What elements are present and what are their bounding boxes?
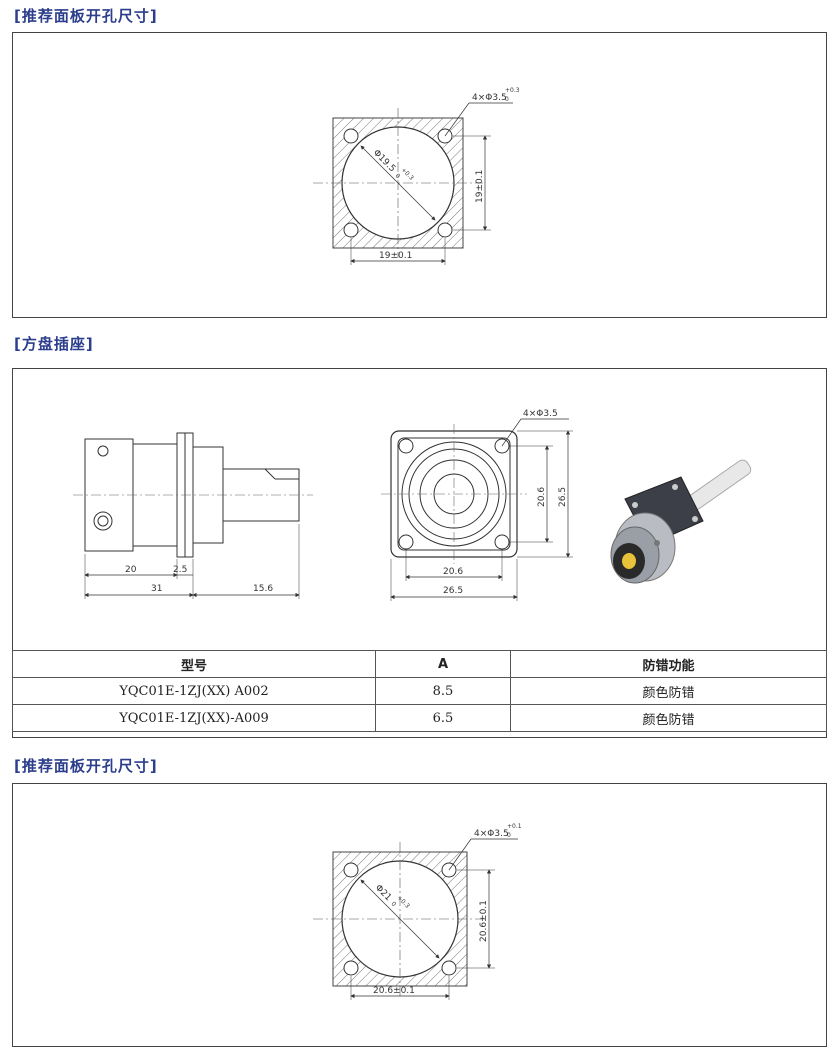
width-dim: 19±0.1 bbox=[379, 251, 412, 261]
table-row: YQC01E-1ZJ(XX)-A009 6.5 颜色防错 bbox=[12, 704, 827, 732]
mount-hole bbox=[343, 960, 359, 976]
mount-hole bbox=[343, 222, 359, 238]
section-title-panel-cutout-1: [推荐面板开孔尺寸] bbox=[14, 7, 158, 25]
mount-hole bbox=[343, 128, 359, 144]
socket-product-illustration bbox=[610, 459, 752, 584]
front-outer-w: 26.5 bbox=[443, 586, 463, 596]
section-title-panel-cutout-2: [推荐面板开孔尺寸] bbox=[14, 757, 158, 775]
height-dim: 20.6±0.1 bbox=[479, 900, 489, 942]
center-tol-lower: 0 bbox=[394, 172, 402, 180]
width-dim: 20.6±0.1 bbox=[373, 986, 415, 996]
table-row: YQC01E-1ZJ(XX) A002 8.5 颜色防错 bbox=[12, 677, 827, 705]
table-header: 防错功能 bbox=[510, 650, 827, 678]
cutout-diagram-2: Φ21 +0.3 0 4×Φ3.5 +0.1 0 20.6±0.1 20.6±0… bbox=[313, 823, 522, 1000]
table-header: A bbox=[375, 650, 511, 678]
side-dim-b: 2.5 bbox=[173, 565, 187, 575]
socket-diagrams: 20 2.5 31 15.6 4×Φ3.5 bbox=[73, 409, 752, 601]
socket-side-view: 20 2.5 31 15.6 bbox=[73, 432, 313, 599]
side-dim-d: 15.6 bbox=[253, 584, 273, 594]
hole-note: 4×Φ3.5 bbox=[472, 93, 507, 103]
mount-hole bbox=[441, 960, 457, 976]
table-cell: YQC01E-1ZJ(XX) A002 bbox=[12, 677, 376, 705]
front-inner-h: 20.6 bbox=[537, 487, 547, 507]
table-header-row: 型号 A 防错功能 bbox=[12, 650, 827, 678]
front-outer-h: 26.5 bbox=[558, 487, 568, 507]
socket-front-view: 4×Φ3.5 20.6 26.5 20.6 26.5 bbox=[381, 409, 573, 601]
hole-tol-lower: 0 bbox=[505, 96, 509, 103]
section-title-square-socket: [方盘插座] bbox=[14, 335, 94, 353]
panel-cutout-drawing-2: Φ21 +0.3 0 4×Φ3.5 +0.1 0 20.6±0.1 20.6±0… bbox=[12, 783, 827, 1047]
height-dim: 19±0.1 bbox=[475, 170, 485, 203]
mount-hole bbox=[437, 222, 453, 238]
table-cell: 8.5 bbox=[375, 677, 511, 705]
center-tol-lower: 0 bbox=[390, 900, 398, 908]
front-inner-w: 20.6 bbox=[443, 567, 463, 577]
side-dim-c: 31 bbox=[151, 584, 162, 594]
model-spec-table: 型号 A 防错功能 YQC01E-1ZJ(XX) A002 8.5 颜色防错 Y… bbox=[12, 650, 827, 732]
table-cell: 颜色防错 bbox=[510, 704, 827, 732]
front-hole-note: 4×Φ3.5 bbox=[523, 409, 558, 419]
hole-tol-upper: +0.3 bbox=[505, 87, 520, 94]
hole-tol-upper: +0.1 bbox=[507, 823, 522, 830]
table-header: 型号 bbox=[12, 650, 376, 678]
hole-note: 4×Φ3.5 bbox=[474, 829, 509, 839]
table-cell: 颜色防错 bbox=[510, 677, 827, 705]
hole-tol-lower: 0 bbox=[507, 832, 511, 839]
mount-hole bbox=[343, 862, 359, 878]
table-cell: YQC01E-1ZJ(XX)-A009 bbox=[12, 704, 376, 732]
side-dim-a: 20 bbox=[125, 565, 137, 575]
panel-cutout-drawing-1: Φ19.5 +0.3 0 4×Φ3.5 +0.3 0 19±0.1 19±0.1 bbox=[12, 32, 827, 318]
cutout-diagram-1: Φ19.5 +0.3 0 4×Φ3.5 +0.3 0 19±0.1 19±0.1 bbox=[313, 87, 520, 265]
table-cell: 6.5 bbox=[375, 704, 511, 732]
